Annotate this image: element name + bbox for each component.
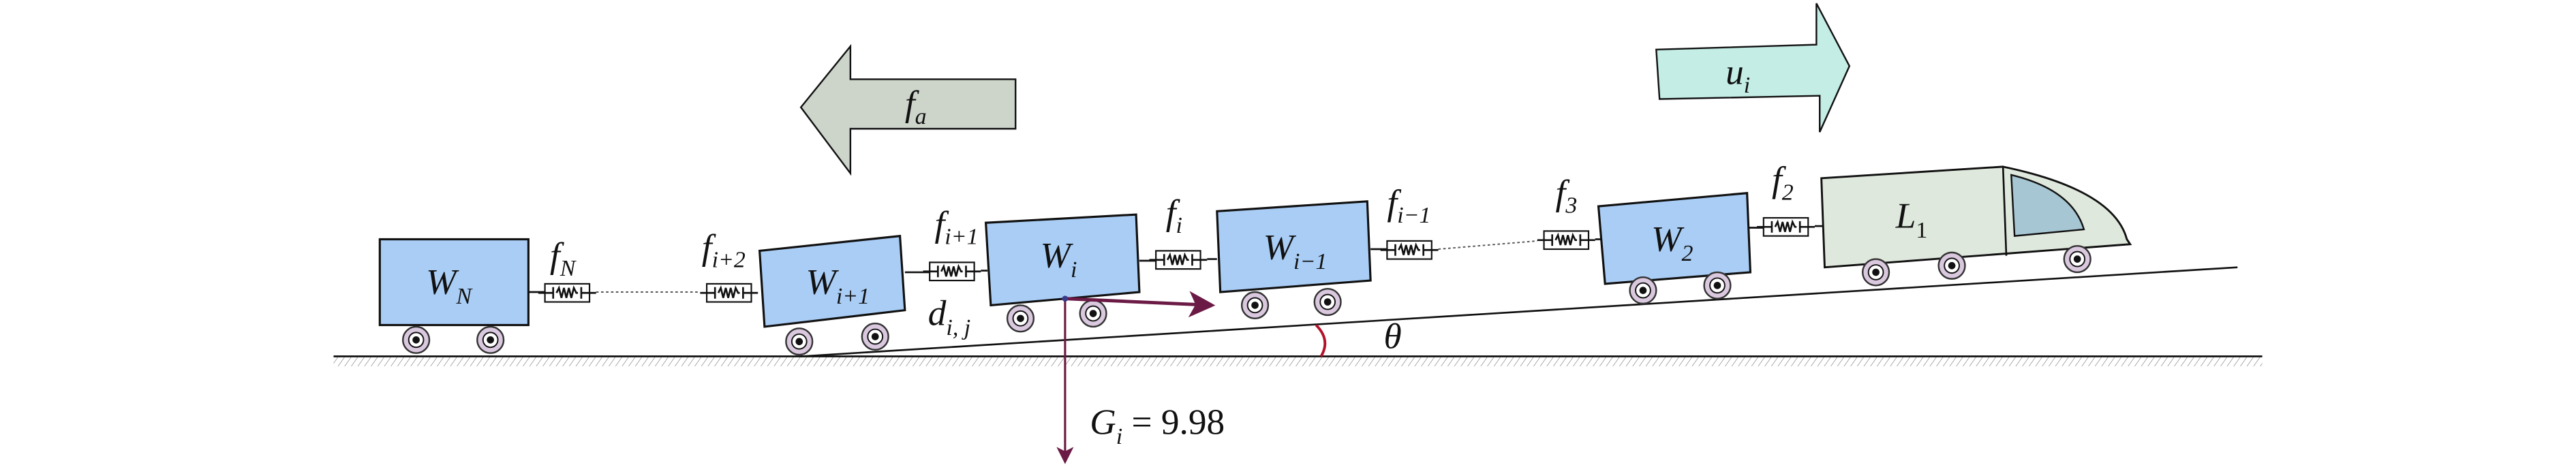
wheel-icon — [2063, 244, 2091, 274]
wheel-icon — [1937, 251, 1966, 280]
wagon-label: Wi — [1041, 236, 1077, 283]
locomotive-L-1: L1 — [1820, 165, 2132, 287]
wagon-W-i: Wi — [984, 213, 1141, 333]
wheel-icon — [402, 325, 431, 354]
wheel-icon — [1703, 271, 1732, 300]
wagon-label: Wi+1 — [806, 261, 870, 309]
wheel-icon — [1313, 287, 1342, 317]
f-i-1-label: fi−1 — [1387, 182, 1430, 228]
incline-line — [801, 266, 2238, 357]
resistance-arrow: fa — [799, 44, 1017, 176]
wheel-icon — [1006, 304, 1035, 333]
coupler-spring-icon — [699, 283, 759, 303]
wheel-icon — [785, 327, 814, 356]
theta-label: θ — [1384, 316, 1402, 356]
wagon-W-i+1: Wi+1 — [758, 234, 906, 356]
coupler-spring-icon — [537, 283, 598, 303]
u-i-label: ui — [1726, 52, 1750, 98]
coupler-spring-icon — [922, 261, 982, 282]
wheel-icon — [1079, 299, 1107, 328]
cab-window — [2010, 174, 2085, 237]
wheel-icon — [1862, 258, 1890, 287]
wheel-icon — [476, 325, 505, 354]
control-input-arrow: ui — [1655, 3, 1851, 133]
wagon-label: W2 — [1651, 219, 1693, 266]
angle-arc — [1315, 324, 1327, 357]
coupler-spring-icon — [1148, 250, 1208, 270]
wheel-icon — [1240, 291, 1270, 319]
f-a-label: fa — [905, 84, 927, 129]
wheel-icon — [861, 322, 889, 351]
wagon-W-N: WN — [378, 238, 530, 354]
coupler-spring-icon — [1379, 240, 1439, 260]
slope-force-arrow — [1064, 291, 1216, 318]
wheel-icon — [1629, 276, 1657, 305]
f-i+1-label: fi+1 — [934, 204, 978, 250]
locomotive-label: L1 — [1895, 196, 1928, 244]
f-i+2-label: fi+2 — [702, 227, 746, 273]
wagon-label: WN — [426, 261, 473, 309]
omitted-wagons-dotted-line — [1438, 240, 1537, 250]
d-ij-label: di, j — [928, 293, 970, 340]
f-N-label: fN — [550, 236, 577, 281]
f-i-label: fi — [1166, 193, 1182, 238]
coupler-spring-icon — [1755, 216, 1816, 237]
wagon-label: Wi−1 — [1263, 227, 1328, 275]
ground-hatch — [333, 356, 2263, 367]
f-3-label: f3 — [1556, 173, 1578, 219]
coupler-spring-icon — [1536, 230, 1597, 251]
wagon-W-i-1: Wi−1 — [1216, 200, 1372, 319]
wagon-W-2: W2 — [1597, 191, 1752, 305]
gravity-label: Gi = 9.98 — [1090, 402, 1225, 449]
f-2-label: f2 — [1772, 159, 1794, 205]
